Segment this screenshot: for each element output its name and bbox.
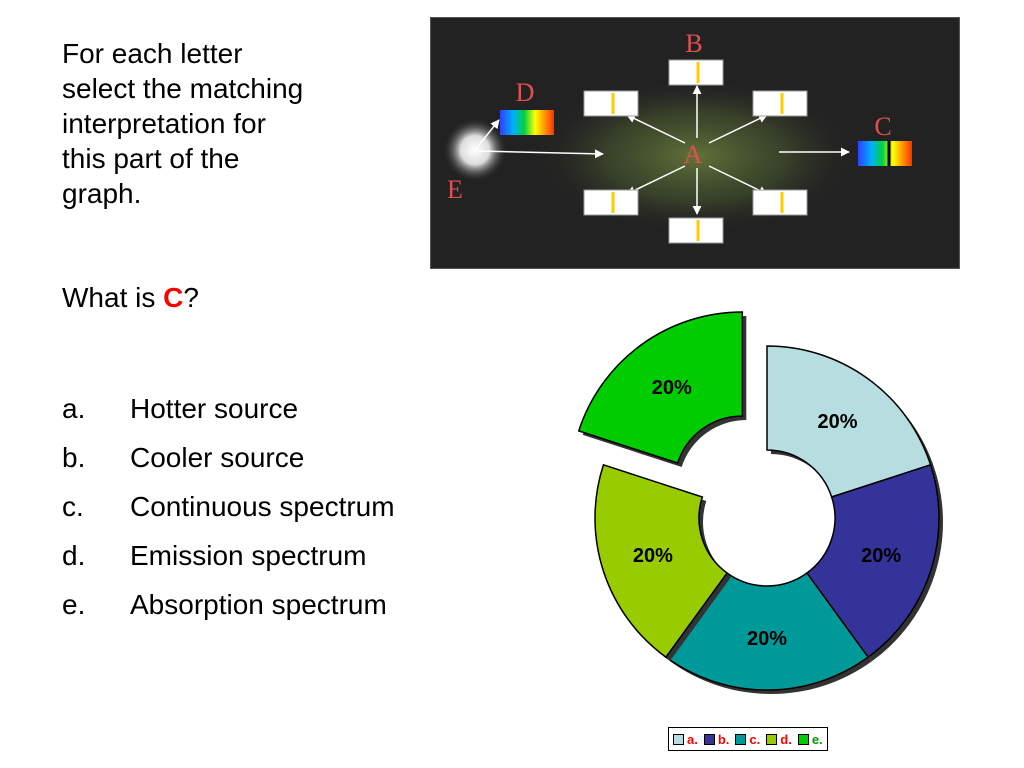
spectrum-d <box>500 110 554 135</box>
pie-slice-e <box>577 311 744 464</box>
option-letter: b. <box>62 442 86 473</box>
option-text: Emission spectrum <box>130 540 367 571</box>
pie-slice-c <box>664 571 870 691</box>
spectrum-c <box>858 141 912 166</box>
answer-option-a[interactable]: a. Hotter source <box>62 384 395 433</box>
answer-option-e[interactable]: e. Absorption spectrum <box>62 580 395 629</box>
pie-value-label-c: 20% <box>747 628 787 650</box>
pie-value-label-a: 20% <box>818 411 858 433</box>
what-is-suffix: ? <box>183 282 199 313</box>
legend-item-b: b. <box>703 731 730 747</box>
legend-swatch-b <box>703 733 715 745</box>
legend-swatch-a <box>673 733 684 745</box>
legend-item-c: c. <box>735 732 760 747</box>
emission-box-upper-left <box>583 90 639 117</box>
response-pie-chart: 20% 20% 20% 20% 20% <box>577 311 943 694</box>
spectrum-diagram: B D C A E <box>430 17 960 269</box>
arrow-to-cloud <box>478 149 604 159</box>
label-b: B <box>685 29 702 58</box>
option-text: Hotter source <box>130 393 299 424</box>
chart-legend: a. b. c. d. e. <box>668 727 828 751</box>
question-line: interpretation for <box>62 108 266 139</box>
question-line: graph. <box>62 178 142 209</box>
pie-value-labels: 20% 20% 20% 20% 20% <box>633 377 901 650</box>
question-line: For each letter <box>62 38 243 69</box>
pie-value-label-d: 20% <box>633 545 673 567</box>
option-letter: d. <box>62 540 86 571</box>
question-text: For each letter select the matching inte… <box>62 36 392 211</box>
emission-box-lower-left <box>583 189 639 216</box>
pie-value-label-b: 20% <box>861 545 901 567</box>
label-d: D <box>516 78 535 107</box>
emission-box-upper-right <box>752 90 808 117</box>
legend-label-a: a. <box>687 731 698 747</box>
legend-label-c: c. <box>749 731 761 747</box>
legend-item-e: e. <box>797 731 823 747</box>
option-text: Cooler source <box>130 442 305 473</box>
answer-option-b[interactable]: b. Cooler source <box>62 433 395 482</box>
arrow-up-right <box>708 114 768 144</box>
emission-box-top <box>668 59 724 86</box>
legend-label-b: b. <box>717 731 730 747</box>
option-text: Absorption spectrum <box>130 589 387 620</box>
legend-label-e: e. <box>811 731 823 747</box>
label-c: C <box>874 112 891 141</box>
pie-slice-b <box>805 463 940 659</box>
answer-options: a. Hotter source b. Cooler source c. Contin… <box>62 384 395 629</box>
arrow-up-left <box>626 114 686 144</box>
option-text: Continuous spectrum <box>130 491 395 522</box>
arrow-to-d <box>474 119 500 151</box>
legend-item-a: a. <box>673 732 698 747</box>
legend-swatch-c <box>735 733 747 745</box>
option-letter: a. <box>62 393 86 424</box>
legend-label-d: d. <box>780 731 792 747</box>
pie-slice-a <box>766 345 932 498</box>
answer-option-c[interactable]: c. Continuous spectrum <box>62 482 395 531</box>
question-line: select the matching <box>62 73 304 104</box>
arrow-down-left <box>626 165 686 195</box>
pie-value-label-e: 20% <box>652 377 692 399</box>
option-letter: e. <box>62 589 86 620</box>
legend-item-d: d. <box>766 732 792 747</box>
answer-option-d[interactable]: d. Emission spectrum <box>62 531 395 580</box>
spectrum-diagram-svg: B D C A E <box>443 29 912 244</box>
emission-box-bottom <box>668 217 724 244</box>
question-line: this part of the <box>62 143 240 174</box>
arrow-down-right <box>708 165 768 195</box>
what-is-prefix: What is <box>62 282 164 313</box>
pie-slice-d <box>594 463 729 659</box>
pie-slices <box>577 311 943 694</box>
legend-swatch-e <box>797 733 809 745</box>
label-e: E <box>447 175 463 204</box>
legend-swatch-d <box>766 733 778 745</box>
emission-box-lower-right <box>752 189 808 216</box>
what-is-prompt: What is C? <box>62 280 199 315</box>
option-letter: c. <box>62 491 84 522</box>
label-a: A <box>684 140 703 169</box>
what-is-target: C <box>163 282 184 313</box>
